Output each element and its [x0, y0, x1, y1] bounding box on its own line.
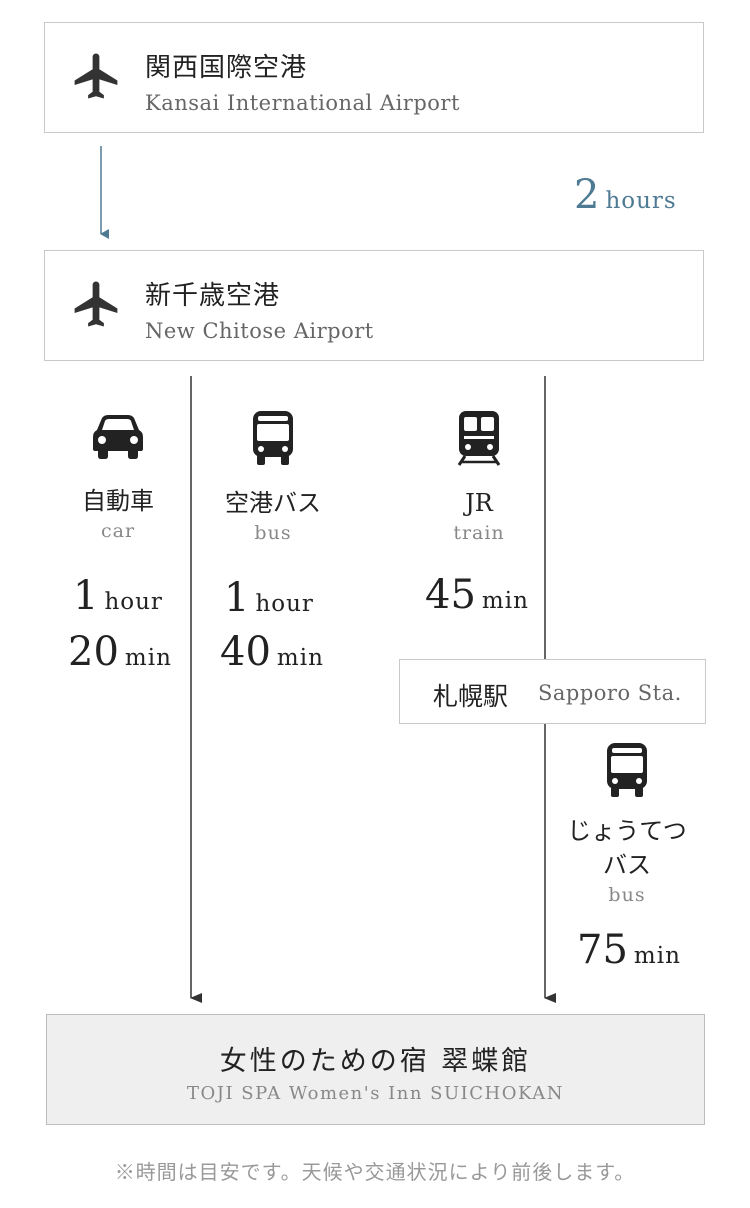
- destination-box: 女性のための宿 翠蝶館 TOJI SPA Women's Inn SUICHOK…: [46, 1014, 705, 1125]
- bus-time-hours-value: 1: [224, 575, 250, 621]
- chitose-airport-name-en: New Chitose Airport: [145, 319, 374, 343]
- car-time-hours-unit: hour: [104, 589, 163, 615]
- bus-icon: [253, 411, 293, 465]
- airport-bus-label-jp: 空港バス: [225, 489, 321, 517]
- car-icon: [93, 415, 143, 459]
- jotetsu-time-unit: min: [633, 943, 681, 969]
- kansai-airport-box: 関西国際空港 Kansai International Airport: [44, 22, 704, 133]
- jr-time-value: 45: [425, 572, 476, 618]
- chitose-airport-box: 新千歳空港 New Chitose Airport: [44, 250, 704, 361]
- sapporo-station-name-en: Sapporo Sta.: [538, 681, 682, 705]
- bus-time-hours-unit: hour: [255, 591, 314, 617]
- destination-name-jp: 女性のための宿 翠蝶館: [219, 1046, 532, 1077]
- disclaimer-note: ※時間は目安です。天候や交通状況により前後します。: [114, 1160, 636, 1184]
- car-label-en: car: [100, 520, 136, 542]
- route-car: 自動車 car: [66, 414, 170, 542]
- car-time-minutes-value: 20: [68, 629, 119, 675]
- route-jotetsu-bus: じょうてつ バス bus: [552, 742, 702, 906]
- bus-icon: [607, 743, 647, 797]
- destination-name-en: TOJI SPA Women's Inn SUICHOKAN: [187, 1083, 564, 1104]
- route-airport-bus: 空港バス bus: [212, 410, 334, 544]
- flight-duration-value: 2: [574, 172, 600, 218]
- sapporo-station-name-jp: 札幌駅: [433, 682, 509, 711]
- jotetsu-label-en: bus: [608, 884, 646, 906]
- car-time-hours-value: 1: [73, 573, 99, 619]
- airplane-icon: [74, 53, 118, 99]
- jr-label-en: train: [453, 522, 505, 544]
- jr-label-jp: JR: [465, 489, 493, 517]
- jotetsu-label-jp-line2: バス: [603, 851, 651, 879]
- jotetsu-label-jp-line1: じょうてつ: [567, 817, 687, 845]
- route-jr: JR train: [430, 410, 528, 544]
- car-time-minutes-unit: min: [124, 645, 172, 671]
- jotetsu-time-value: 75: [577, 927, 628, 973]
- bus-time-minutes-value: 40: [220, 629, 271, 675]
- kansai-airport-name-jp: 関西国際空港: [145, 53, 308, 83]
- kansai-airport-name-en: Kansai International Airport: [145, 91, 460, 115]
- sapporo-station-box: 札幌駅 Sapporo Sta.: [399, 659, 706, 724]
- car-label-jp: 自動車: [82, 487, 154, 515]
- airport-bus-label-en: bus: [254, 522, 292, 544]
- train-icon: [457, 411, 501, 466]
- bus-time-minutes-unit: min: [276, 645, 324, 671]
- flight-duration-unit: hours: [605, 188, 677, 214]
- jr-time-unit: min: [481, 588, 529, 614]
- chitose-airport-name-jp: 新千歳空港: [145, 281, 281, 311]
- airplane-icon: [74, 281, 118, 327]
